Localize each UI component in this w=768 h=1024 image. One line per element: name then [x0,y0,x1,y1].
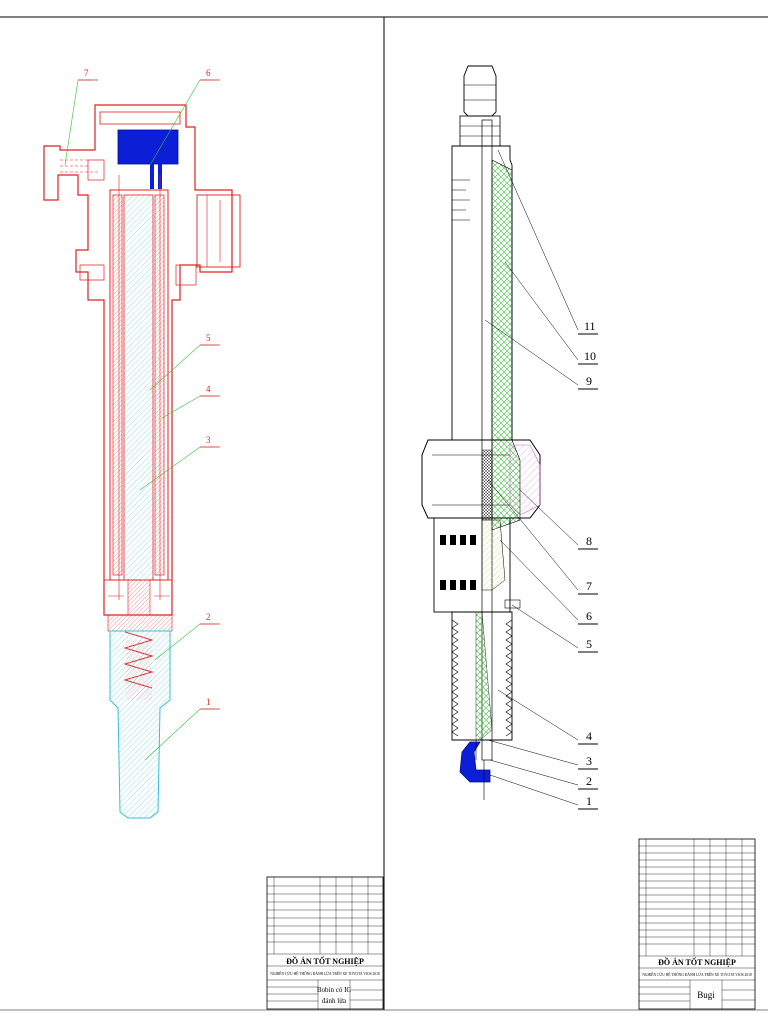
plug-callout-8: 8 [586,534,592,548]
coil-callout-2: 2 [206,612,211,622]
coil-callout-6: 6 [206,68,211,78]
coil-callout-4: 4 [206,384,211,394]
plug-callout-10: 10 [584,349,596,363]
terminal-nut [463,65,497,117]
ic-module [117,129,179,165]
right-title-subtitle: NGHIÊN CỨU HỆ THỐNG ĐÁNH LỬA TRÊN XE TOY… [642,972,752,977]
plug-callout-1: 1 [586,794,592,808]
plug-callout-numbers: 11 10 9 8 7 6 5 4 3 2 1 [584,319,596,808]
rubber-boot [109,630,171,819]
ignition-coil-drawing: 7 6 5 4 3 2 1 [43,68,241,819]
plug-callout-9: 9 [586,374,592,388]
hex-shell [421,439,541,519]
plug-callout-6: 6 [586,609,592,623]
right-title-heading: ĐỒ ÁN TỐT NGHIỆP [658,957,736,967]
plug-callout-2: 2 [586,774,592,788]
coil-callout-7: 7 [84,68,89,78]
ground-electrode [459,741,491,783]
right-drawing-name: Bugi [697,990,715,1000]
plug-callout-lines [484,149,579,806]
plug-callout-4: 4 [586,729,592,743]
sheet-borders [0,16,768,1011]
coil-callout-5: 5 [206,333,211,343]
plug-callout-underlines [578,333,598,810]
right-title-block: ĐỒ ÁN TỐT NGHIỆP NGHIÊN CỨU HỆ THỐNG ĐÁN… [638,838,756,1010]
coil-callouts: 7 6 5 4 3 2 1 [64,68,220,761]
plug-callout-5: 5 [586,637,592,651]
left-drawing-name-line2: đánh lửa [322,997,347,1005]
plug-callout-3: 3 [586,754,592,768]
coil-callout-3: 3 [206,435,211,445]
plug-callout-11: 11 [584,319,596,333]
left-title-heading: ĐỒ ÁN TỐT NGHIỆP [286,956,364,966]
coil-callout-1: 1 [206,697,211,707]
coil-housing-outline [43,104,233,616]
left-title-subtitle: NGHIÊN CỨU HỆ THỐNG ĐÁNH LỬA TRÊN XE TOY… [270,971,380,976]
left-drawing-name-line1: Bobin có IC [317,986,352,994]
secondary-winding [112,194,123,576]
threaded-shell [451,611,513,741]
iron-core [123,194,154,581]
gasket-blocks [440,535,476,590]
plug-callout-7: 7 [586,579,592,593]
left-title-block: ĐỒ ÁN TỐT NGHIỆP NGHIÊN CỨU HỆ THỐNG ĐÁN… [266,876,384,1010]
spark-plug-drawing: 11 10 9 8 7 6 5 4 3 2 1 [421,65,598,810]
